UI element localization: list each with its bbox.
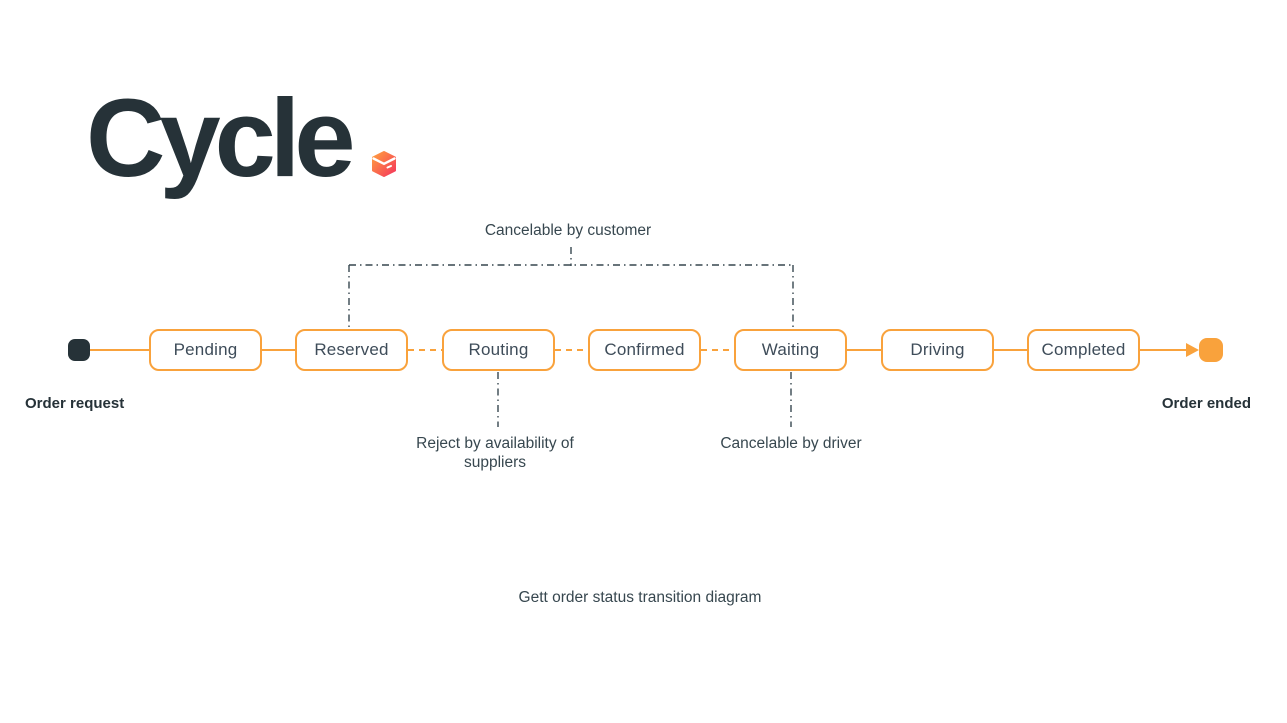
diagram-caption: Gett order status transition diagram xyxy=(518,589,762,606)
state-label: Pending xyxy=(173,340,238,359)
arrowhead-icon xyxy=(1186,343,1199,357)
state-box-confirmed: Confirmed xyxy=(588,329,701,371)
end-node xyxy=(1199,338,1223,362)
state-label: Completed xyxy=(1041,340,1126,359)
state-label: Routing xyxy=(468,340,529,359)
order-ended-label: Order ended xyxy=(1161,395,1251,412)
order-request-label: Order request xyxy=(25,395,125,412)
annotation-reject-by-suppliers: Reject by availability of suppliers xyxy=(416,435,574,471)
state-box-reserved: Reserved xyxy=(295,329,408,371)
state-box-completed: Completed xyxy=(1027,329,1140,371)
state-box-driving: Driving xyxy=(881,329,994,371)
start-node xyxy=(68,339,90,361)
annotation-cancelable-by-driver: Cancelable by driver xyxy=(720,435,862,452)
state-label: Confirmed xyxy=(604,340,685,359)
state-box-pending: Pending xyxy=(149,329,262,371)
state-box-waiting: Waiting xyxy=(734,329,847,371)
package-cube-icon xyxy=(372,151,396,177)
state-label: Waiting xyxy=(761,340,820,359)
logo-text: Cycle xyxy=(86,77,356,200)
annotation-cancelable-by-customer: Cancelable by customer xyxy=(484,222,652,239)
state-label: Driving xyxy=(910,340,965,359)
state-box-routing: Routing xyxy=(442,329,555,371)
state-label: Reserved xyxy=(314,340,389,359)
